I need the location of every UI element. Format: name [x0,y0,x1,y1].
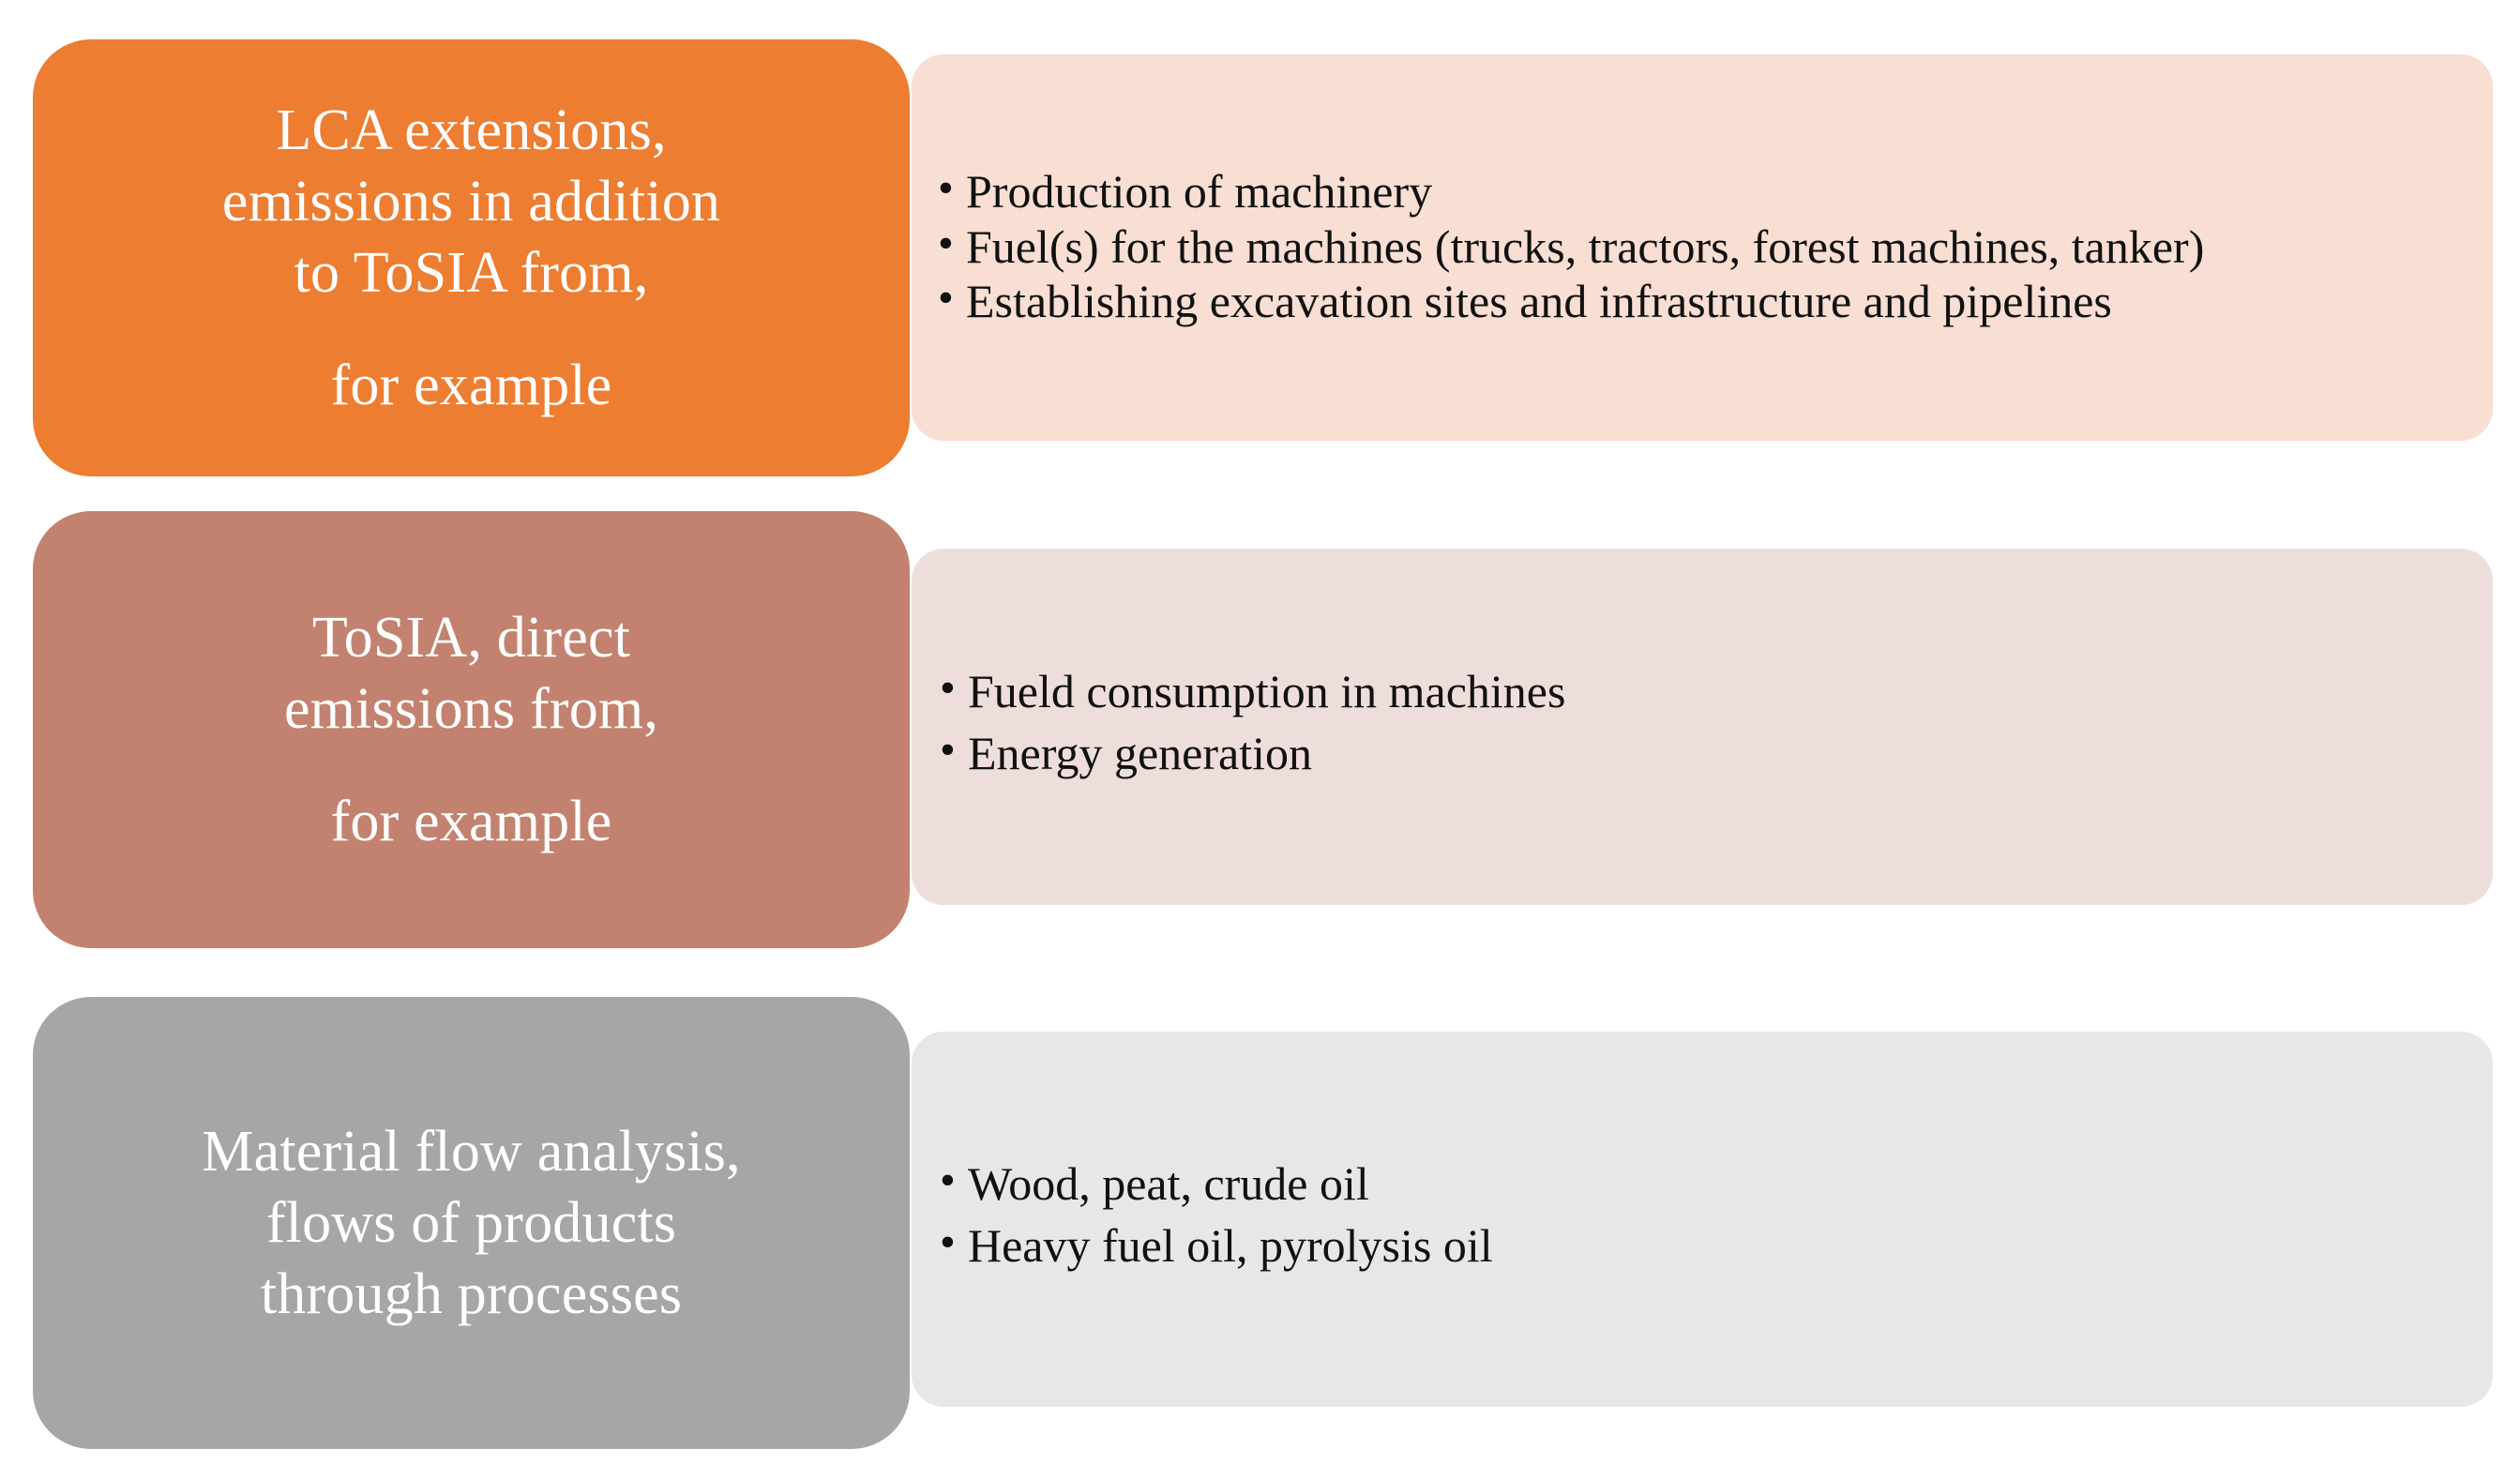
row1-label-line-1: LCA extensions, [276,98,667,162]
row2-label-tail: for example [330,790,612,854]
row-label-material-flow-analysis: Material flow analysis, flows of product… [33,997,910,1449]
list-item: Energy generation [940,725,2455,780]
list-item: Wood, peat, crude oil [940,1155,2455,1211]
list-item: Heavy fuel oil, pyrolysis oil [940,1217,2455,1273]
row3-label-line-2: flows of products [265,1190,677,1255]
row-panel-material-flow-analysis: Wood, peat, crude oil Heavy fuel oil, py… [912,1032,2493,1407]
row-label-lca-extensions: LCA extensions, emissions in addition to… [33,39,910,476]
row3-bullet-list: Wood, peat, crude oil Heavy fuel oil, py… [912,1155,2493,1282]
row2-label-line-1: ToSIA, direct [311,605,631,670]
list-item: Establishing excavation sites and infras… [938,273,2455,328]
row-panel-lca-extensions: Production of machinery Fuel(s) for the … [912,54,2493,441]
row1-label-line-2: emissions in addition [221,169,721,234]
row1-bullet-list: Production of machinery Fuel(s) for the … [912,163,2493,330]
row1-label-line-3: to ToSIA from, [294,241,649,305]
row2-bullet-list: Fueld consumption in machines Energy gen… [912,663,2493,790]
list-item: Fuel(s) for the machines (trucks, tracto… [938,219,2455,274]
row1-label-tail: for example [330,354,612,418]
row3-label-line-1: Material flow analysis, [202,1119,741,1184]
list-item: Fueld consumption in machines [940,663,2455,718]
row3-label-line-3: through processes [260,1262,683,1327]
row2-label-line-2: emissions from, [283,676,659,741]
row-label-tosia-direct-emissions: ToSIA, direct emissions from, for exampl… [33,511,910,948]
row-panel-tosia-direct-emissions: Fueld consumption in machines Energy gen… [912,549,2493,905]
list-item: Production of machinery [938,163,2455,219]
